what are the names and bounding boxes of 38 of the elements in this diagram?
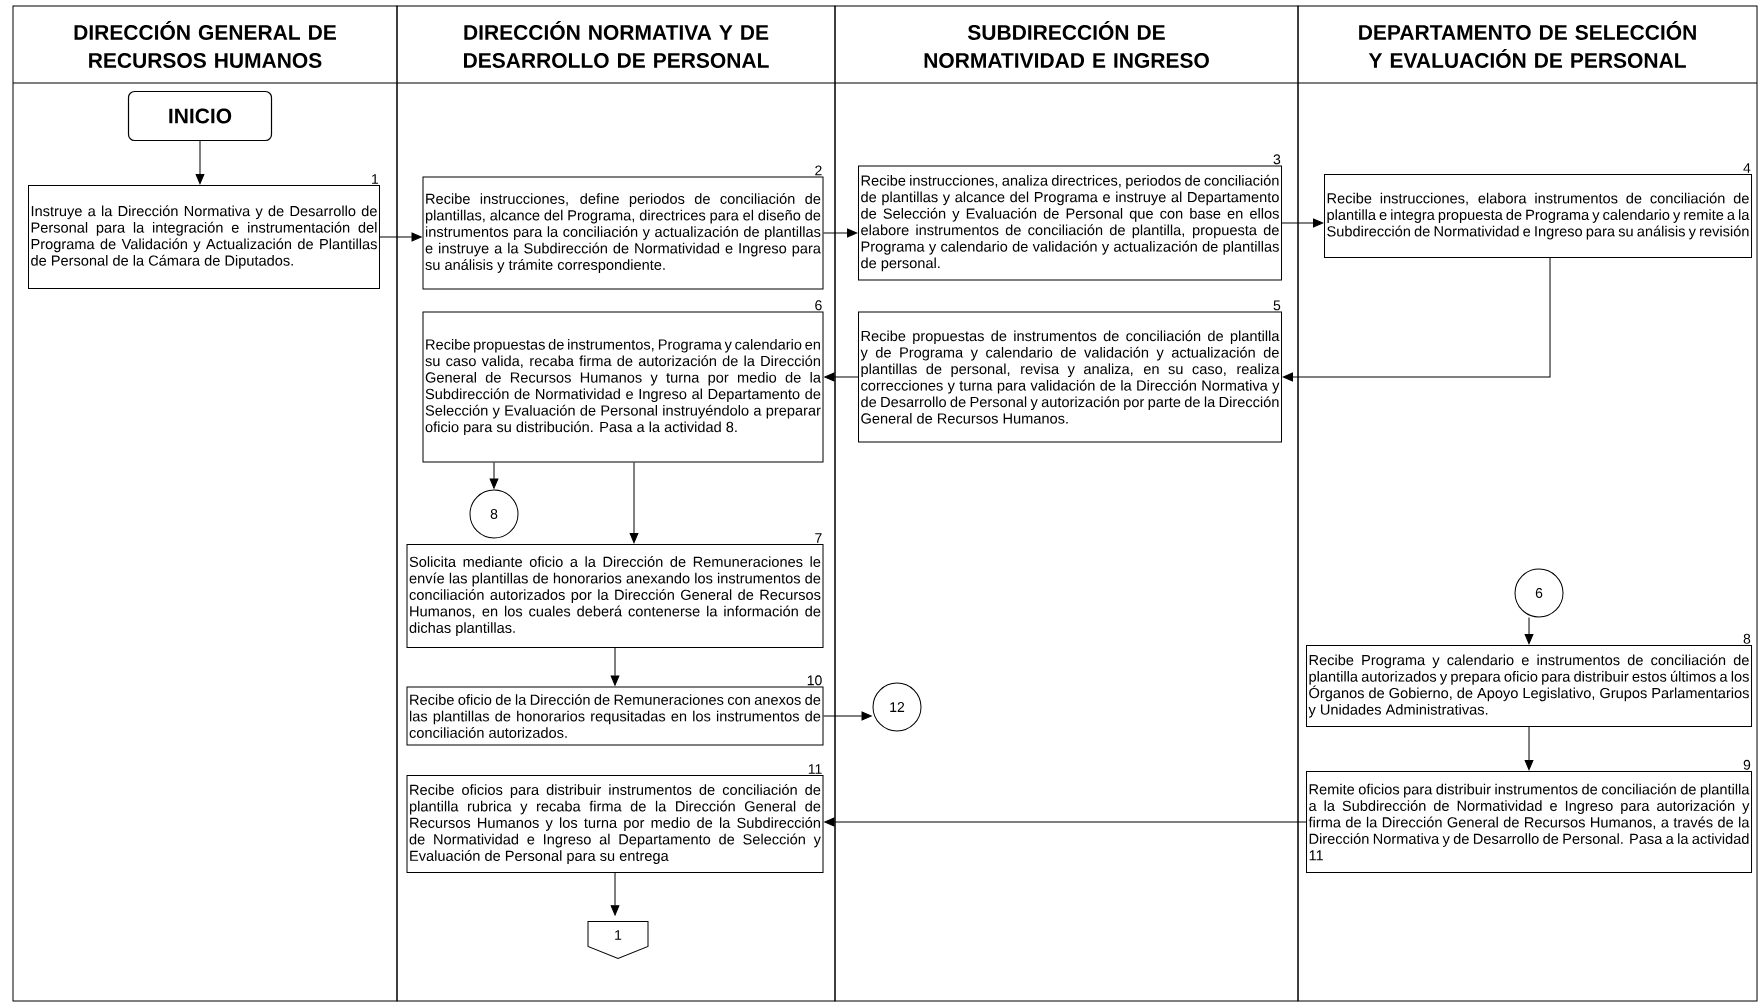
process-box: Recibe propuestas de instrumentos, Programa y calendario en su caso valida, recaba firma de autorización de la Dirección General de Recursos Humanos y turna por medio de la Subdirección de Normatividad e Ingreso al Departamento de Selección y Evaluación de Personal instruyéndolo a preparar oficio para su distribución. Pasa a la actividad 8. xyxy=(422,311,824,463)
process-box: Recibe instrucciones, define periodos de conciliación de plantillas, alcance del Programa, directrices para el diseño de instrumentos para la conciliación y actualización de plantillas e instruye a la Subdirección de Normatividad e Ingreso para su análisis y trámite correspondiente. xyxy=(422,176,824,290)
arrow xyxy=(379,232,422,242)
process-box: Remite oficios para distribuir instrumentos de conciliación de plantilla a la Subdirección de Normatividad e Ingreso para autorización y firma de la Dirección General de Recursos Humanos, a través de la Dirección Normativa y de Desarrollo de Personal. Pasa a la actividad 11 xyxy=(1306,771,1752,873)
arrow xyxy=(195,140,205,185)
step-number: 10 xyxy=(807,675,822,686)
step-number: 1 xyxy=(372,174,379,184)
step-number: 11 xyxy=(808,764,822,774)
process-box: Recibe instrucciones, analiza directrices, periodos de conciliación de plantillas y alcance del Programa e instruye al Departamento de Selección y Evaluación de Personal que con base en ellos elabore instrumentos de conciliación de plantilla, propuesta de Programa y calendario de validación y actualización de plantillas de personal. xyxy=(858,165,1282,281)
start-box: INICIO xyxy=(127,90,273,142)
arrow xyxy=(823,228,858,238)
arrow xyxy=(629,462,639,544)
arrow xyxy=(823,711,872,721)
process-box: Recibe Programa y calendario e instrumentos de conciliación de plantilla autorizados y prepara oficio para distribuir estos últimos a los Órganos de Gobierno, de Apoyo Legislativo, Grupos Parlamentarios y Unidades Administrativas. xyxy=(1306,645,1752,727)
step-number: 5 xyxy=(1273,300,1281,311)
process-box: Recibe propuestas de instrumentos de conciliación de plantilla y de Programa y calendario de validación y actualización de plantillas de personal, revisa y analiza, en su caso, realiza correcciones y turna para validación de la Dirección Normativa y de Desarrollo de Personal y autorización por parte de la Dirección General de Recursos Humanos. xyxy=(858,311,1282,443)
step-number: 8 xyxy=(1743,633,1751,644)
process-box: Recibe oficios para distribuir instrumentos de conciliación de plantilla rubrica y recaba firma de la Dirección General de Recursos Humanos y los turna por medio de la Subdirección de Normatividad e Ingreso al Departamento de Selección y Evaluación de Personal para su entrega xyxy=(406,775,824,873)
arrow xyxy=(489,462,499,489)
process-box: Solicita mediante oficio a la Dirección de Remuneraciones le envíe las plantillas de honorarios anexando los instrumentos de conciliación autorizados por la Dirección General de Recursos Humanos, en los cuales deberá contenerse la información de dichas plantillas. xyxy=(406,544,824,648)
process-box: Recibe oficio de la Dirección de Remuneraciones con anexos de las plantillas de honorarios requsitadas en los instrumentos de conciliación autorizados. xyxy=(406,686,824,746)
step-number: 3 xyxy=(1273,154,1281,165)
arrow xyxy=(1281,218,1324,228)
arrow xyxy=(1282,257,1551,382)
arrow xyxy=(1524,726,1534,771)
step-number: 2 xyxy=(815,165,822,176)
process-box: Instruye a la Dirección Normativa y de Desarrollo de Personal para la integración e instrumentación del Programa de Validación y Actualización de Plantillas de Personal de la Cámara de Diputados. xyxy=(28,185,380,289)
step-number: 6 xyxy=(815,300,822,311)
process-box: Recibe instrucciones, elabora instrumentos de conciliación de plantilla e integra propuesta de Programa y calendario y remite a la Subdirección de Normatividad e Ingreso para su análisis y revisión xyxy=(1324,174,1752,258)
arrow xyxy=(1524,617,1534,645)
arrow xyxy=(824,817,1307,827)
arrow xyxy=(610,872,620,916)
step-number: 7 xyxy=(815,533,822,543)
step-number: 9 xyxy=(1743,759,1751,770)
arrow xyxy=(610,647,620,686)
off-page-connector: 1 xyxy=(587,921,649,959)
step-number: 4 xyxy=(1743,163,1751,173)
arrow xyxy=(824,372,859,382)
